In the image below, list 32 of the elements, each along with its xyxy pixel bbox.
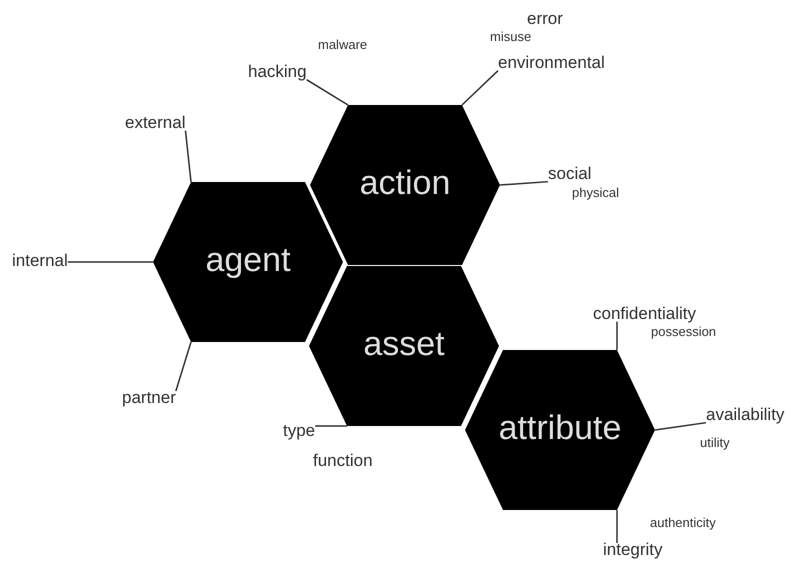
term-label: function: [313, 452, 373, 471]
term-label: authenticity: [650, 516, 716, 530]
hexagon-label: action: [358, 163, 452, 204]
hexagon-label: attribute: [498, 408, 622, 449]
leader-line: [175, 342, 192, 392]
leader-line: [461, 70, 499, 106]
leader-line: [654, 422, 706, 431]
term-label: misuse: [490, 30, 532, 44]
term-label: availability: [706, 406, 784, 425]
term-label: physical: [572, 186, 619, 200]
term-label: external: [125, 114, 186, 133]
leader-line: [306, 79, 348, 106]
term-label: utility: [700, 436, 730, 450]
leader-line: [68, 261, 153, 263]
term-label: environmental: [498, 54, 605, 73]
term-label: type: [283, 422, 316, 441]
term-label: integrity: [603, 541, 663, 560]
term-label: malware: [318, 38, 368, 52]
term-label: error: [527, 10, 563, 29]
leader-line: [616, 510, 618, 543]
leader-line: [184, 130, 192, 182]
hexagon-label: agent: [204, 240, 292, 281]
hexagon-label: asset: [362, 324, 446, 365]
term-label: hacking: [248, 63, 307, 82]
term-label: internal: [12, 252, 68, 271]
leader-line: [315, 425, 347, 427]
term-label: partner: [122, 389, 176, 408]
leader-line: [616, 322, 618, 350]
leader-line: [500, 180, 548, 186]
term-label: confidentiality: [593, 305, 696, 324]
term-label: possession: [651, 325, 716, 340]
term-label: social: [548, 165, 592, 184]
